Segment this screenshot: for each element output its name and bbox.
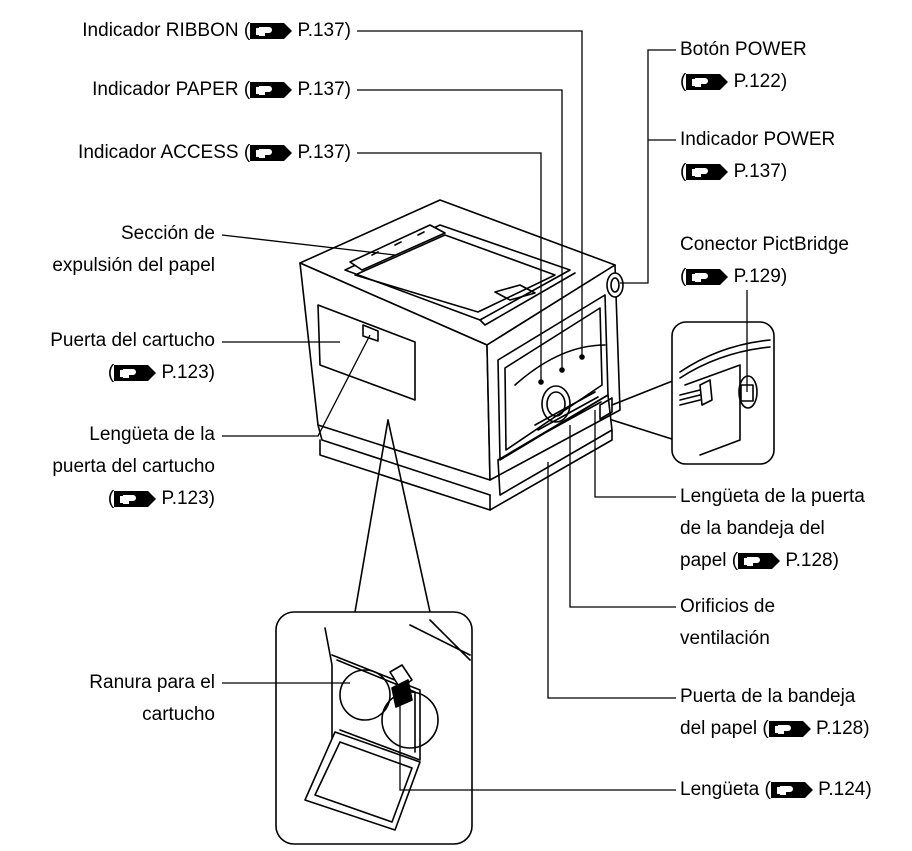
label-cartridge-slot: Ranura para el cartucho bbox=[89, 672, 215, 725]
pointing-hand-icon bbox=[250, 22, 292, 40]
label-pictbridge-connector: Conector PictBridge ( P.129) bbox=[680, 234, 849, 287]
leader-tray-door bbox=[547, 462, 676, 699]
cartridge-inset bbox=[275, 611, 473, 845]
leader-paper bbox=[357, 89, 563, 370]
pointing-hand-icon bbox=[114, 364, 156, 382]
label-eject-section: Sección de expulsión del papel bbox=[52, 223, 215, 276]
label-paper-tray-door-tab: Lengüeta de la puerta de la bandeja del … bbox=[680, 486, 865, 571]
label-access-indicator: Indicador ACCESS ( P.137) bbox=[78, 142, 351, 163]
pointing-hand-icon bbox=[250, 144, 292, 162]
leader-tray-tab bbox=[594, 410, 676, 498]
pointing-hand-icon bbox=[686, 268, 728, 286]
pointing-hand-icon bbox=[250, 81, 292, 99]
label-power-indicator: Indicador POWER ( P.137) bbox=[680, 129, 836, 182]
pointing-hand-icon bbox=[114, 490, 156, 508]
leader-vents bbox=[569, 425, 676, 608]
pictbridge-inset bbox=[671, 321, 775, 465]
label-paper-indicator: Indicador PAPER ( P.137) bbox=[92, 79, 351, 100]
leader-eject bbox=[221, 234, 396, 256]
leader-power-button bbox=[620, 49, 676, 284]
label-vent-holes: Orificios de ventilación bbox=[680, 596, 776, 649]
label-cartridge-door-tab: Lengüeta de la puerta del cartucho ( P.1… bbox=[52, 424, 215, 509]
leader-ribbon bbox=[357, 30, 583, 357]
label-power-button: Botón POWER ( P.122) bbox=[680, 39, 807, 92]
pointing-hand-icon bbox=[738, 552, 780, 570]
pointing-hand-icon bbox=[771, 781, 813, 799]
leader-access bbox=[357, 152, 542, 382]
leader-cartridge-tab bbox=[222, 334, 371, 437]
label-ribbon-indicator: Indicador RIBBON ( P.137) bbox=[82, 20, 351, 41]
pointing-hand-icon bbox=[686, 73, 728, 91]
label-cartridge-door: Puerta del cartucho ( P.123) bbox=[50, 330, 215, 383]
printer-body bbox=[299, 199, 624, 511]
leader-tab bbox=[399, 690, 676, 791]
label-tab: Lengüeta ( P.124) bbox=[680, 779, 872, 800]
pointing-hand-icon bbox=[686, 163, 728, 181]
pointing-hand-icon bbox=[769, 720, 811, 738]
label-paper-tray-door: Puerta de la bandeja del papel ( P.128) bbox=[680, 686, 870, 739]
